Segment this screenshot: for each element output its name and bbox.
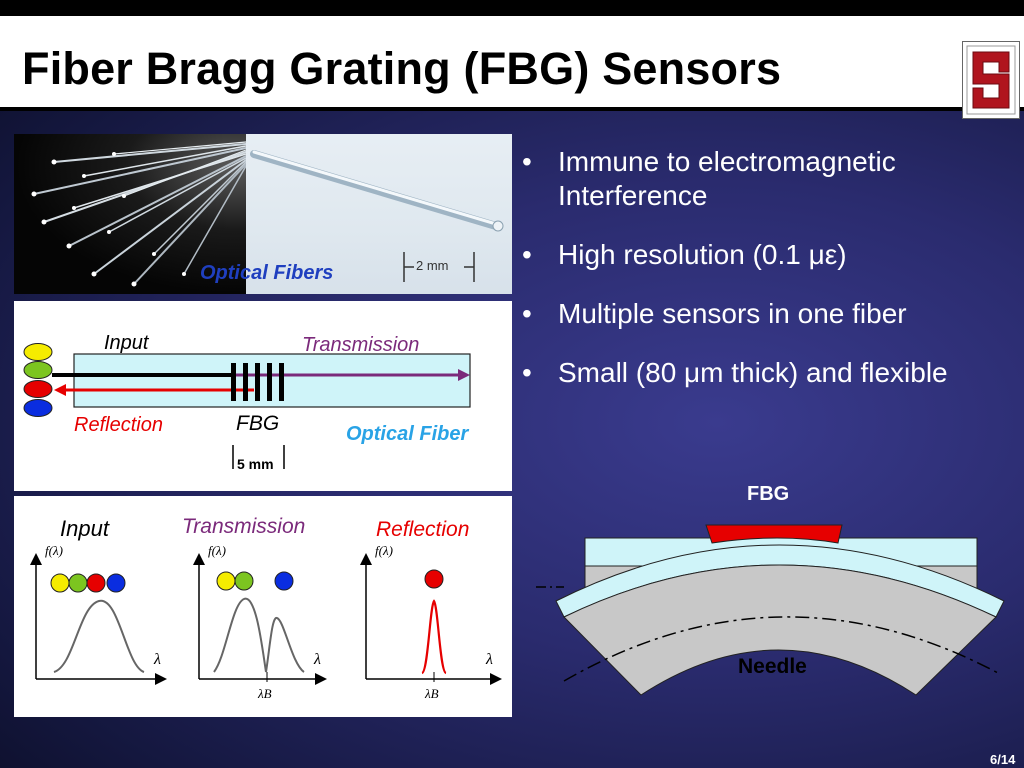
schematic-length-label: 5 mm (237, 456, 274, 472)
needle-label: Needle (738, 655, 807, 678)
spectra-reflection-title: Reflection (376, 518, 470, 541)
bullet-item: Multiple sensors in one fiber (522, 297, 1012, 331)
fbg-schematic-panel: Input Transmission Reflection FBG Optica… (14, 301, 512, 491)
schematic-transmission-label: Transmission (302, 334, 420, 356)
schematic-fiber-label: Optical Fiber (346, 423, 469, 445)
stanford-logo (962, 41, 1020, 119)
optical-fiber-bundle-photo (14, 134, 246, 294)
title-bar: Fiber Bragg Grating (FBG) Sensors (0, 16, 1024, 119)
bullet-item: Immune to electromagnetic Interference (522, 145, 1012, 213)
needle-bending-diagram: FBG Needle (536, 483, 1024, 705)
transmission-spectrum-plot (193, 553, 327, 685)
transmission-y-axis-label: f(λ) (208, 543, 226, 558)
top-black-bar (0, 0, 1024, 16)
schematic-fbg-label: FBG (236, 412, 280, 435)
single-fiber-closeup-photo: 2 mm (246, 134, 512, 294)
photo-caption: Optical Fibers (200, 262, 334, 284)
spectra-input-title: Input (60, 516, 109, 541)
input-spectrum-plot (30, 553, 167, 685)
page-number: 6/14 (990, 752, 1016, 767)
input-y-axis-label: f(λ) (45, 543, 63, 558)
slide-title: Fiber Bragg Grating (FBG) Sensors (22, 43, 782, 94)
scale-bar-label: 2 mm (416, 258, 449, 273)
input-x-axis-label: λ (154, 651, 161, 668)
spectra-transmission-title: Transmission (182, 515, 306, 538)
reflection-spectrum-plot (360, 553, 502, 685)
transmission-x-axis-label: λ (314, 651, 321, 668)
bullet-list: Immune to electromagnetic Interference H… (522, 145, 1012, 390)
spectra-panel: Input Transmission Reflection f(λ) f(λ) … (14, 496, 512, 717)
bullet-item: Small (80 μm thick) and flexible (522, 356, 1012, 390)
reflection-x-axis-label: λ (486, 651, 493, 668)
reflection-bragg-label: λB (425, 686, 439, 701)
bullet-item: High resolution (0.1 με) (522, 238, 1012, 272)
needle-fbg-label: FBG (747, 483, 790, 505)
reflection-y-axis-label: f(λ) (375, 543, 393, 558)
transmission-bragg-label: λB (258, 686, 272, 701)
schematic-input-label: Input (104, 332, 149, 354)
schematic-reflection-label: Reflection (74, 414, 163, 436)
